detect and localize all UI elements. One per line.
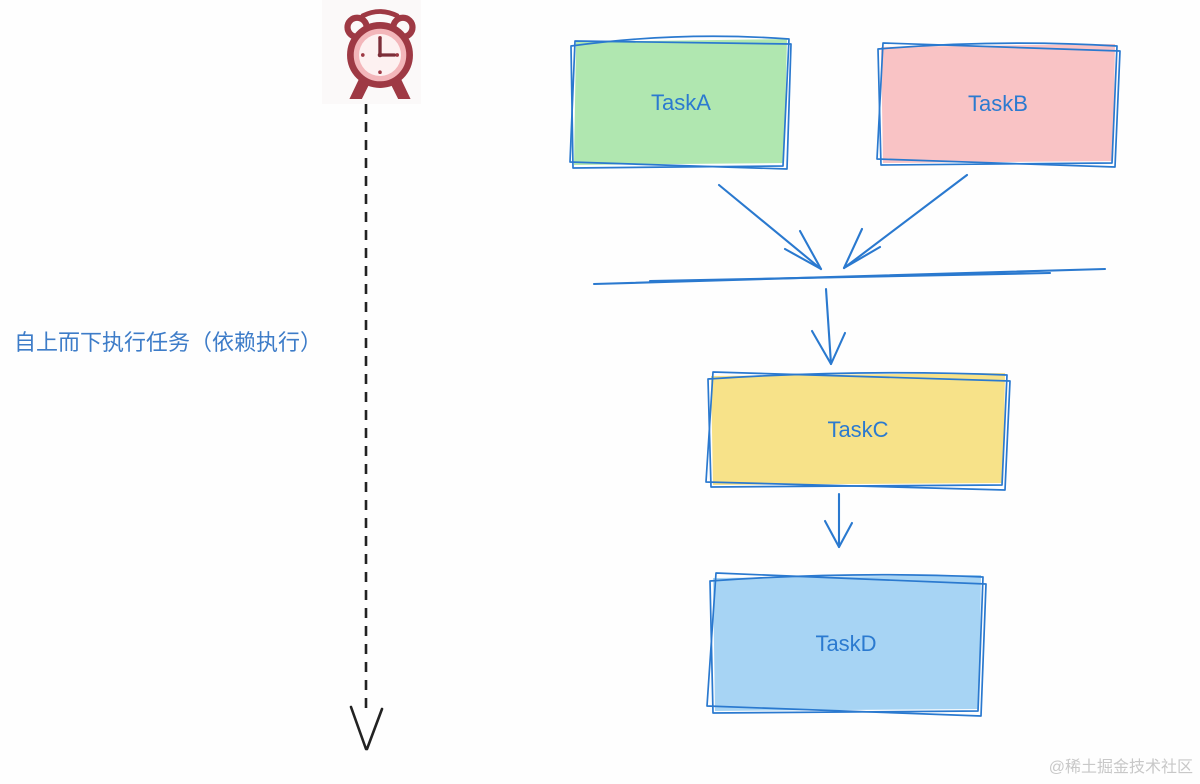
task-d-border [706, 572, 987, 717]
timeline-label: 自上而下执行任务（依赖执行） [14, 330, 323, 355]
alarm-clock-icon [344, 9, 416, 99]
clock-hand-pivot [377, 52, 383, 58]
merge-bar-line [592, 267, 1107, 286]
task-b-node [881, 44, 1115, 163]
arrow-merge-to-taskc [810, 287, 847, 366]
watermark-text: @稀土掘金技术社区 [1048, 759, 1193, 776]
arrow-taskb-to-merge [842, 173, 969, 270]
clock-hands [378, 37, 397, 57]
timeline-dashed-line [349, 104, 384, 751]
sketch-strokes [569, 35, 1121, 717]
arrow-taska-to-merge [717, 183, 823, 271]
task-a-node [574, 39, 787, 165]
timeline-arrowhead-icon [349, 705, 384, 751]
task-b-border [876, 42, 1121, 168]
task-d-node [713, 575, 981, 711]
task-a-border [569, 35, 792, 170]
arrow-taskc-to-taskd [823, 492, 854, 549]
task-c-border [705, 371, 1011, 491]
node-fills [574, 39, 1115, 711]
task-c-node [711, 373, 1005, 485]
